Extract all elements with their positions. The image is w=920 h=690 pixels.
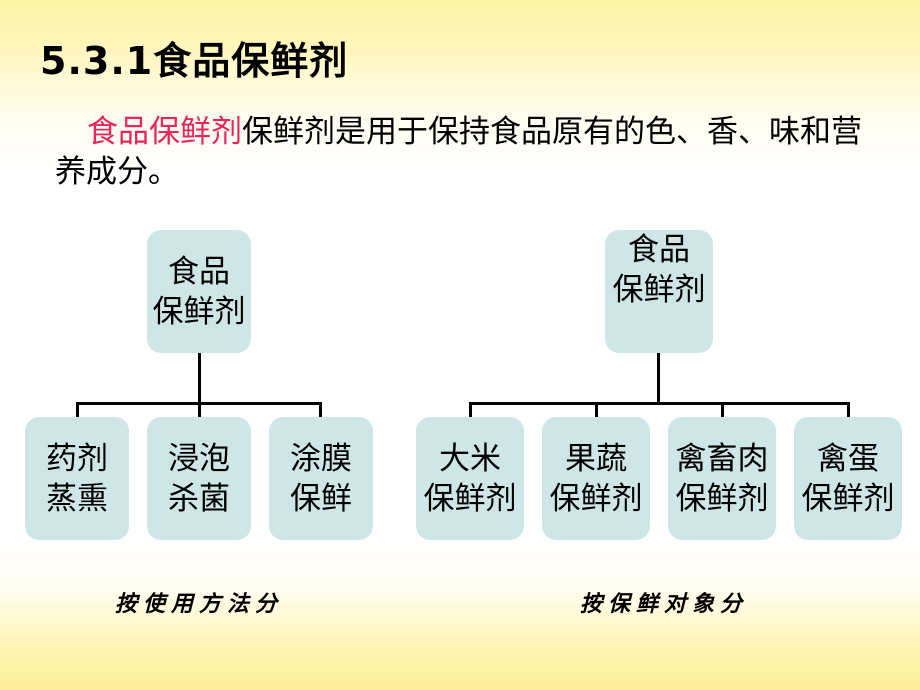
right-child-node-3: 禽畜肉 保鲜剂 (668, 417, 776, 540)
right-connector-child-3 (721, 402, 724, 417)
right-root-line1: 食品 (628, 232, 690, 268)
right-child-3-line1: 禽畜肉 (675, 440, 769, 477)
page-title: 5.3.1食品保鲜剂 (40, 39, 349, 83)
right-child-2-line1: 果蔬 (565, 440, 627, 477)
right-child-2-line2: 保鲜剂 (549, 480, 643, 517)
right-root-line2: 保鲜剂 (612, 272, 706, 308)
right-child-1-line2: 保鲜剂 (423, 480, 517, 517)
right-root-node: 食品 保鲜剂 (605, 230, 713, 353)
right-child-1-line1: 大米 (439, 440, 501, 477)
right-connector-root (657, 353, 660, 403)
right-child-4-line1: 禽蛋 (817, 440, 879, 477)
intro-highlight: 食品保鲜剂 (87, 114, 242, 150)
left-child-2-line1: 浸泡 (168, 440, 230, 477)
left-child-2-line2: 杀菌 (168, 480, 230, 517)
right-connector-child-1 (469, 402, 472, 417)
left-child-3-line2: 保鲜 (290, 480, 352, 517)
intro-paragraph: 食品保鲜剂保鲜剂是用于保持食品原有的色、香、味和营养成分。 (55, 112, 875, 192)
right-connector-child-2 (595, 402, 598, 417)
left-child-1-line2: 蒸熏 (46, 480, 108, 517)
right-child-node-1: 大米 保鲜剂 (416, 417, 524, 540)
left-root-line2: 保鲜剂 (152, 293, 246, 330)
left-child-1-line1: 药剂 (46, 440, 108, 477)
right-caption: 按保鲜对象分 (580, 591, 749, 617)
right-child-4-line2: 保鲜剂 (801, 480, 895, 517)
right-child-node-2: 果蔬 保鲜剂 (542, 417, 650, 540)
right-connector-bar (469, 402, 850, 405)
left-caption: 按使用方法分 (115, 591, 284, 617)
left-connector-root (198, 353, 201, 403)
left-child-node-3: 涂膜 保鲜 (269, 417, 373, 540)
left-child-3-line1: 涂膜 (290, 440, 352, 477)
intro-text: 保鲜剂是用于保持食品原有的色、香、味和营养成分。 (55, 114, 862, 190)
left-connector-child-3 (319, 402, 322, 417)
left-root-node: 食品 保鲜剂 (147, 230, 251, 353)
left-connector-child-1 (76, 402, 79, 417)
right-child-3-line2: 保鲜剂 (675, 480, 769, 517)
left-child-node-2: 浸泡 杀菌 (147, 417, 251, 540)
right-child-node-4: 禽蛋 保鲜剂 (794, 417, 902, 540)
left-connector-child-2 (198, 402, 201, 417)
left-child-node-1: 药剂 蒸熏 (25, 417, 129, 540)
left-root-line1: 食品 (168, 253, 230, 290)
right-connector-child-4 (847, 402, 850, 417)
